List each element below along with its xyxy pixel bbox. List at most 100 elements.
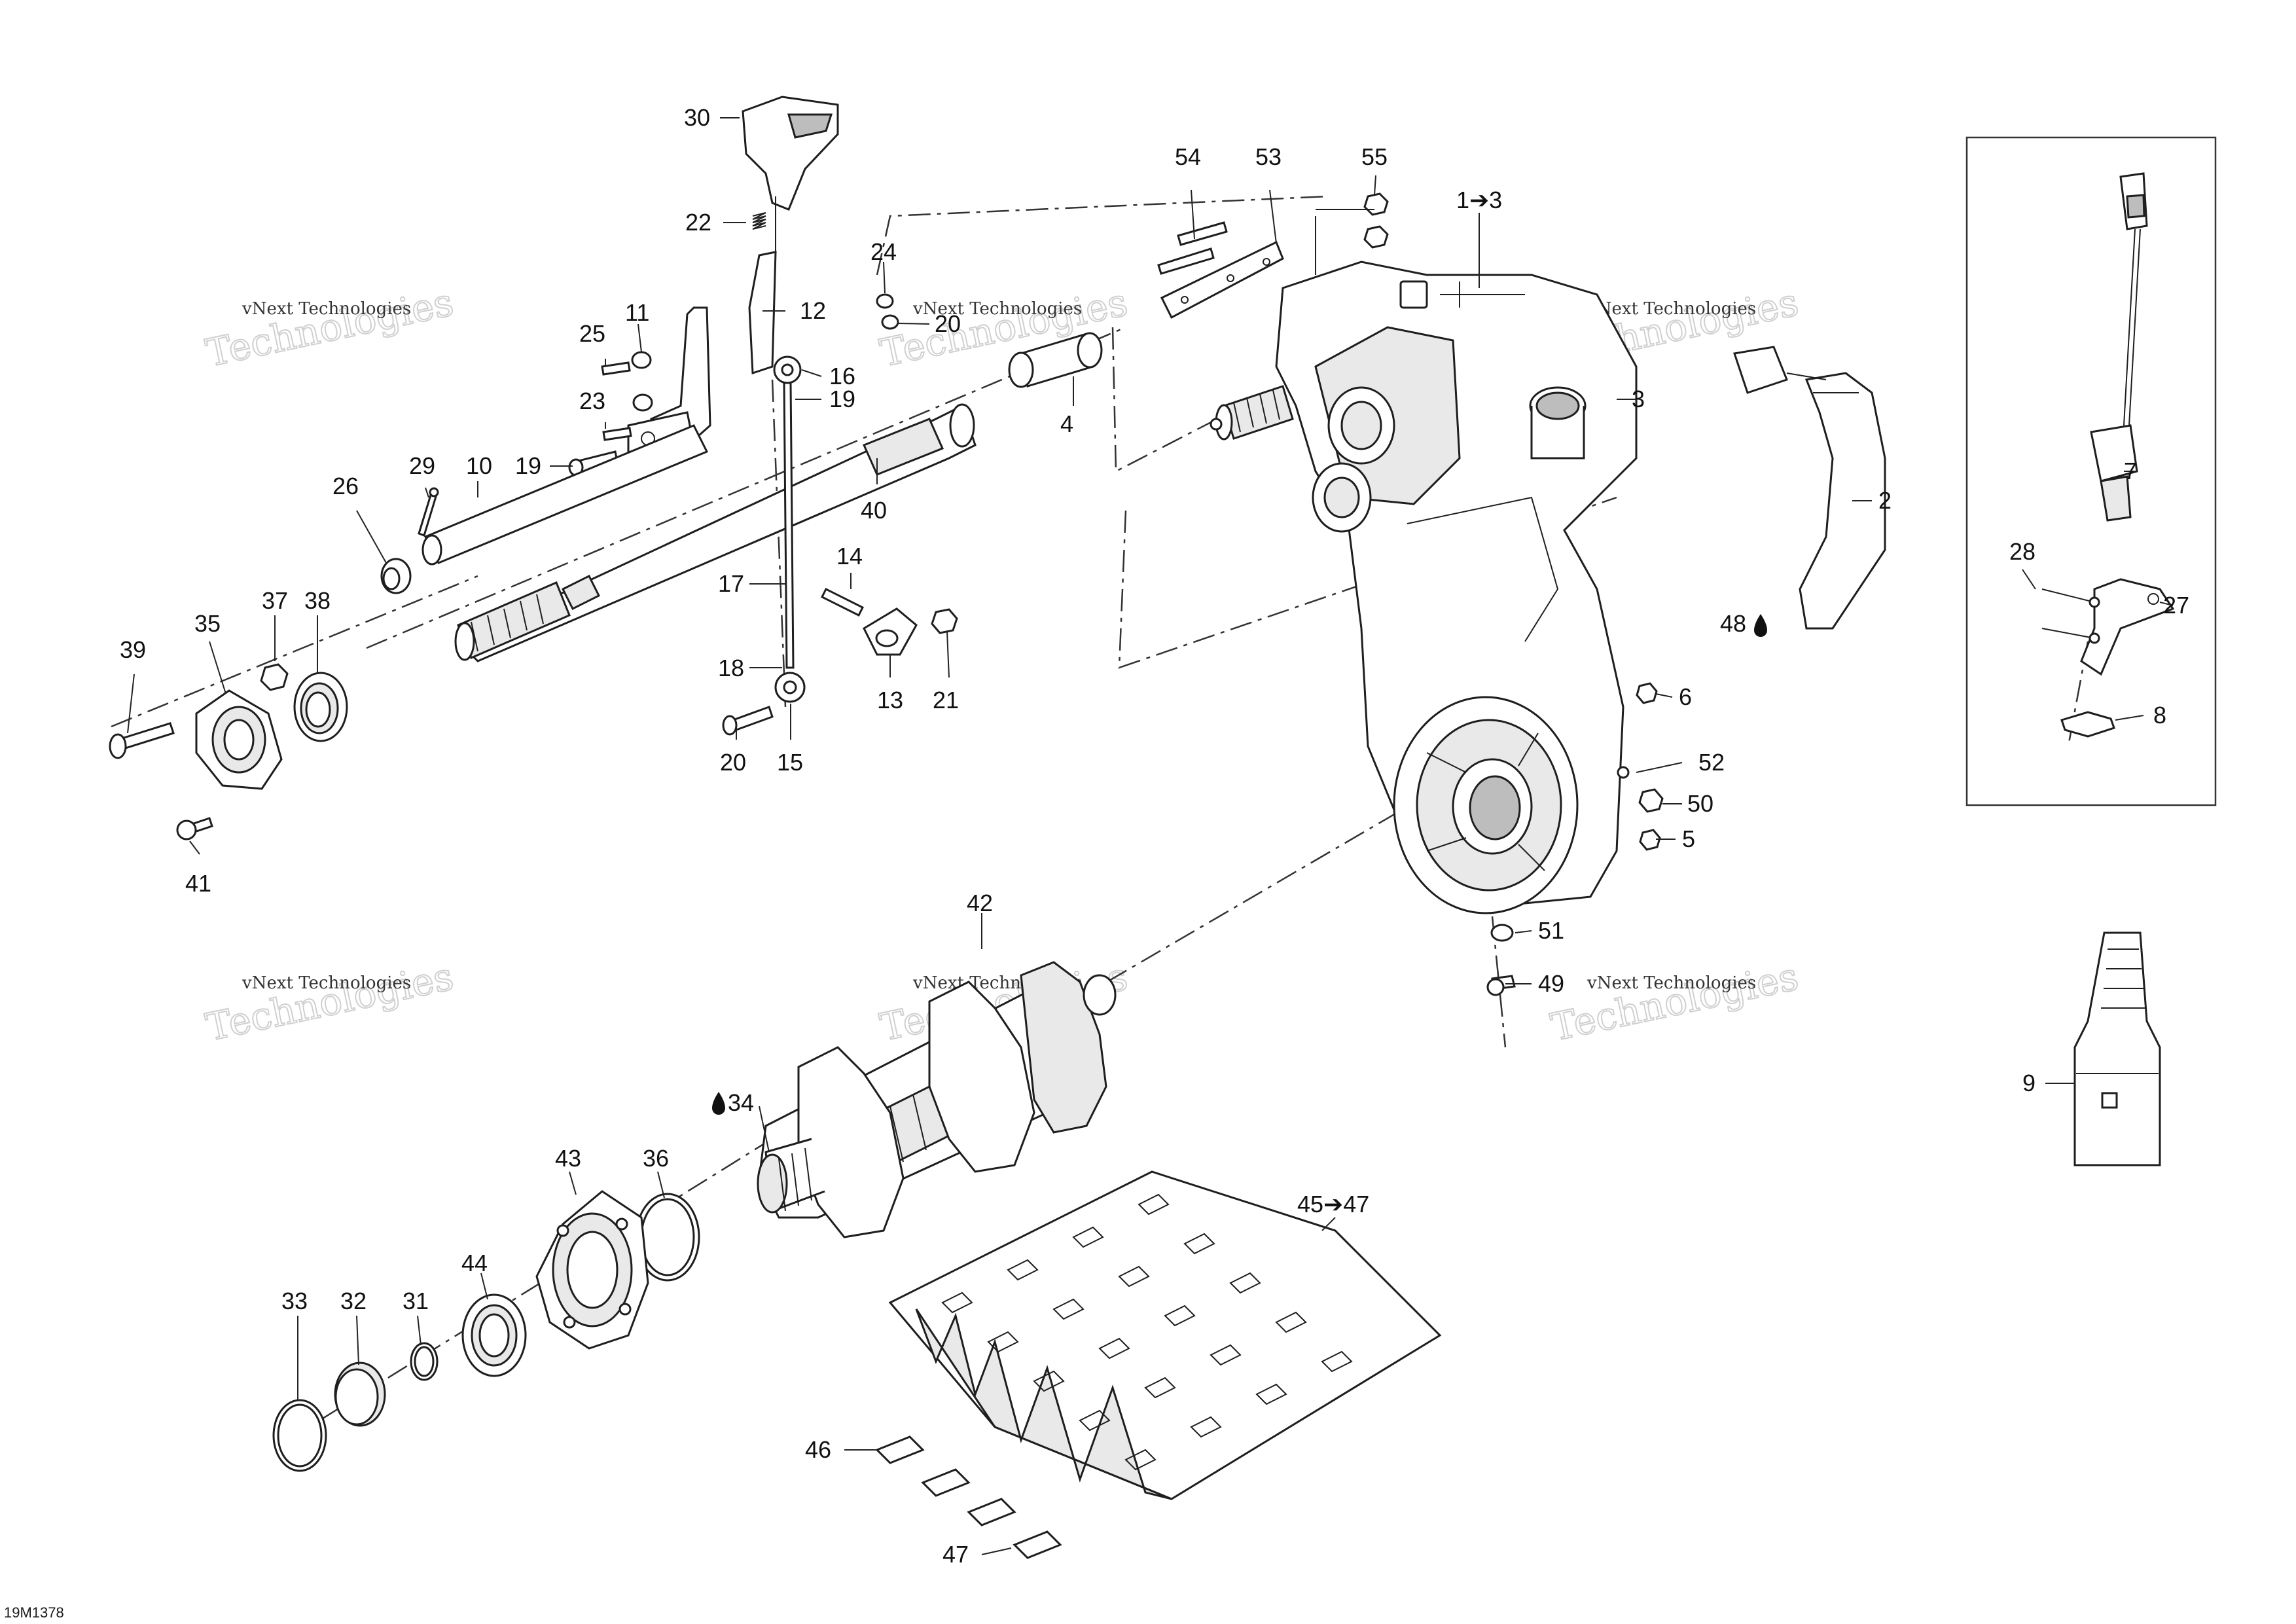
circlip-33 [272,1399,327,1472]
callout-34: 34 [728,1089,754,1116]
callout-51: 51 [1538,917,1564,944]
svg-text:vNext Technologies: vNext Technologies [242,973,411,993]
callout-11: 11 [625,299,649,326]
callout-42: 42 [967,890,993,916]
callout-39: 39 [120,636,146,663]
callout-15: 15 [777,749,803,776]
bearing-housing-43 [535,1190,649,1350]
callout-31: 31 [403,1288,429,1314]
callout-12: 12 [800,297,826,324]
knob-spring [752,212,766,230]
callout-50: 50 [1687,790,1713,817]
watermark-mid-left: Technologies [202,953,458,1050]
callout-24: 24 [870,238,897,265]
bearing-44 [461,1293,527,1377]
bell-crank-13 [863,607,918,656]
callout-16: 16 [829,363,855,389]
callout-2: 2 [1878,487,1892,514]
small-washers [631,293,899,412]
chaincase-fasteners [1486,682,1664,996]
carriage-bolt-39 [109,722,175,759]
shift-tube-10 [422,424,709,566]
callout-14: 14 [836,543,863,569]
watermark-mid-right: Technologies [1547,953,1803,1050]
flange-35 [195,689,283,790]
callout-40: 40 [861,497,887,524]
shift-knob [742,96,839,211]
callout-44: 44 [461,1250,488,1276]
callout-26: 26 [332,473,359,499]
bolts-54 [1157,221,1228,275]
callout-27: 27 [2163,592,2189,619]
callout-34-group: 34 [712,1089,754,1116]
flange-screw-41 [176,817,213,840]
tie-rod-17 [773,355,806,703]
o-ring-36 [635,1193,700,1282]
callout-55: 55 [1361,143,1388,170]
nuts-55 [1315,192,1389,275]
callout-25: 25 [579,320,605,347]
cap-32 [334,1362,386,1427]
callout-20-upper: 20 [935,310,961,337]
callout-17: 17 [718,570,744,597]
bolt-20-lower [722,706,774,736]
pin-14 [820,587,865,617]
callout-13: 13 [877,687,903,713]
shaft-spline [454,581,571,661]
callout-43: 43 [555,1145,581,1172]
track-clips-46-47 [875,1435,1062,1559]
oil-bottle-9 [2073,931,2161,1166]
callout-48-group: 48 [1720,610,1767,637]
track-segment-45-47 [888,1170,1442,1500]
callout-8: 8 [2153,702,2166,729]
callout-28: 28 [2009,538,2036,565]
callout-18: 18 [718,655,744,681]
sensor-bracket-27 [2041,578,2175,676]
track-clips-pattern [941,1193,1353,1471]
bearing-38 [293,672,348,742]
callout-6: 6 [1679,683,1692,710]
callout-10: 10 [466,452,492,479]
sensor-plug [1733,346,1827,394]
input-shaft-spline [1210,385,1294,441]
oil-drop-icon [1754,614,1767,637]
watermark-top-left: Technologies [202,279,458,376]
callout-19-upper: 19 [829,386,855,412]
o-ring-31 [410,1342,439,1381]
callout-3: 3 [1632,386,1645,412]
callout-19-lower: 19 [515,452,541,479]
svg-text:Technologies: Technologies [1547,954,1803,1049]
sensor-inset-frame [1965,136,2217,806]
callout-35: 35 [194,610,221,637]
drive-axle-42 [757,961,1117,1238]
main-shaft-40 [456,403,977,662]
callout-9: 9 [2022,1070,2036,1096]
callout-38: 38 [304,587,331,614]
bracket-53 [1160,240,1284,319]
callout-46: 46 [805,1436,831,1463]
callout-1-to-3: 1➔3 [1456,187,1502,213]
sleeve-4 [1008,332,1103,388]
bushing-26 [380,558,412,594]
callout-22: 22 [685,209,711,236]
callout-53: 53 [1255,143,1282,170]
callout-30: 30 [684,104,710,131]
watermark-small-text: vNext Technologies [242,299,411,319]
callout-36: 36 [643,1145,669,1172]
oil-drop-icon [712,1092,725,1115]
callout-7: 7 [2124,458,2137,484]
diagram-id: 19M1378 [4,1604,64,1621]
callout-4: 4 [1060,410,1073,437]
callout-54: 54 [1175,143,1201,170]
callout-29: 29 [409,452,435,479]
jam-nut-8 [2060,711,2115,738]
callout-23: 23 [579,388,605,414]
callout-21: 21 [933,687,959,713]
callout-49: 49 [1538,970,1564,997]
svg-text:Technologies: Technologies [202,954,457,1049]
callout-45-to-47: 45➔47 [1297,1191,1369,1218]
callout-5: 5 [1682,825,1695,852]
lower-sprocket-cover [1393,696,1579,914]
callout-labels: 30 22 24 12 11 20 25 23 16 19 19 10 29 2… [120,104,2189,1568]
leader-lines [127,117,2174,1555]
